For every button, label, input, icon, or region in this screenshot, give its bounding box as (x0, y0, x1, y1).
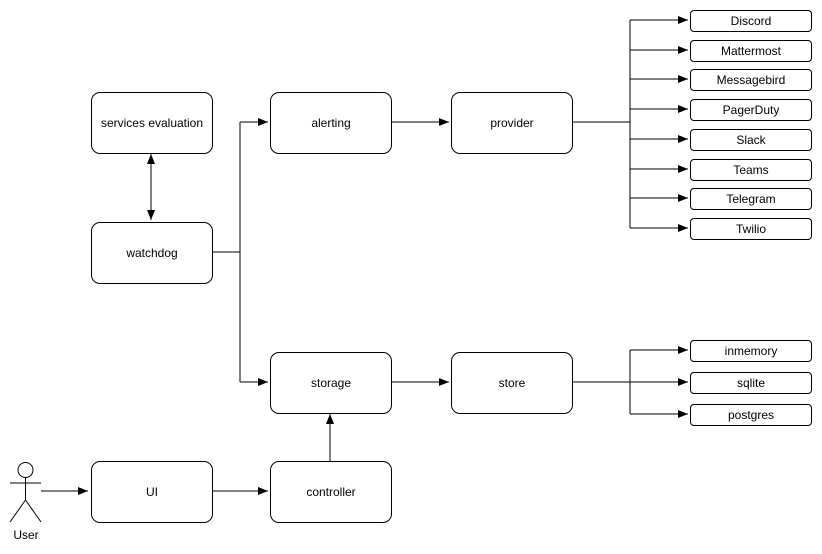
node-alerting: alerting (270, 92, 392, 154)
node-services-evaluation: services evaluation (91, 92, 213, 154)
node-store: store (451, 352, 573, 414)
leaf-provider-twilio: Twilio (690, 218, 812, 240)
node-label: store (498, 375, 526, 390)
leaf-label: Twilio (735, 222, 766, 236)
leaf-label: Discord (730, 14, 772, 28)
leaf-label: sqlite (736, 376, 765, 390)
node-label: provider (490, 115, 534, 130)
node-provider: provider (451, 92, 573, 154)
node-label: controller (306, 484, 356, 499)
leaf-provider-pagerduty: PagerDuty (690, 99, 812, 121)
leaf-label: PagerDuty (722, 103, 780, 117)
leaf-store-postgres: postgres (690, 404, 812, 426)
leaf-provider-mattermost: Mattermost (690, 40, 812, 62)
leaf-label: Mattermost (720, 44, 781, 58)
node-label: storage (310, 375, 352, 390)
leaf-provider-messagebird: Messagebird (690, 69, 812, 91)
leaf-provider-teams: Teams (690, 159, 812, 181)
node-label: alerting (311, 115, 351, 130)
node-storage: storage (270, 352, 392, 414)
leaf-provider-discord: Discord (690, 10, 812, 32)
leaf-label: Messagebird (716, 73, 786, 87)
user-actor-icon (9, 462, 42, 523)
leaf-label: postgres (727, 408, 775, 422)
leaf-store-inmemory: inmemory (690, 340, 812, 362)
leaf-provider-telegram: Telegram (690, 188, 812, 210)
node-ui: UI (91, 461, 213, 523)
node-label: UI (146, 484, 158, 499)
leaf-provider-slack: Slack (690, 129, 812, 151)
node-label: services evaluation (100, 115, 204, 130)
leaf-label: Telegram (726, 192, 776, 206)
user-actor-label: User (13, 528, 39, 542)
node-controller: controller (270, 461, 392, 523)
leaf-label: Teams (733, 163, 769, 177)
leaf-label: Slack (736, 133, 766, 147)
node-watchdog: watchdog (91, 222, 213, 284)
leaf-label: inmemory (724, 344, 778, 358)
node-label: watchdog (126, 245, 178, 260)
leaf-store-sqlite: sqlite (690, 372, 812, 394)
